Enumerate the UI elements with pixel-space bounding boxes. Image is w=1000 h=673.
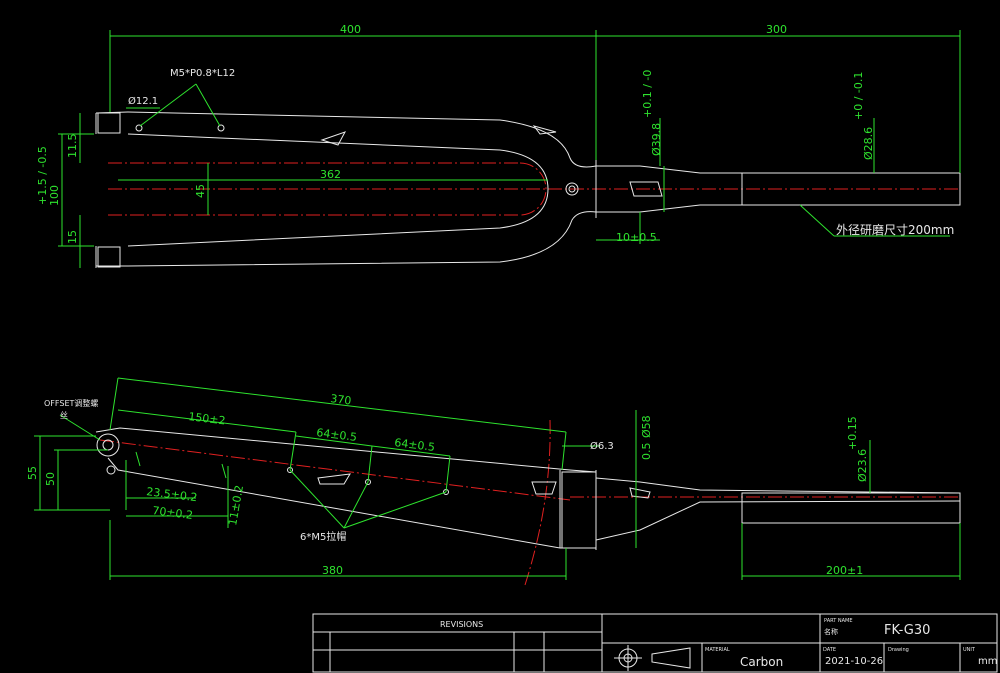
drawing-label: Drawing bbox=[888, 647, 909, 653]
side-dim-lines bbox=[34, 377, 961, 580]
dim-phi28-tol: +0 / -0.1 bbox=[852, 72, 865, 120]
part-name-label: PART NAME bbox=[824, 618, 853, 624]
title-block: REVISIONS PART NAME 名称 FK-G30 MATERIAL C… bbox=[312, 613, 998, 673]
dim-11: 11±0.2 bbox=[226, 484, 246, 526]
offset-label: OFFSET调整螺 bbox=[44, 398, 98, 408]
dim-370: 370 bbox=[330, 392, 352, 407]
dim-phi23: Ø23.6 bbox=[856, 449, 869, 482]
side-view: OFFSET调整螺 丝 370 150±2 64±0.5 64±0.5 Ø6.3… bbox=[26, 377, 961, 586]
dim-phi58-tol: 0.5 bbox=[640, 443, 653, 461]
dim-50: 50 bbox=[44, 472, 57, 486]
dim-362: 362 bbox=[320, 168, 341, 181]
dim-64b: 64±0.5 bbox=[394, 436, 436, 454]
dim-phi39: Ø39.8 bbox=[650, 123, 663, 156]
dim-phi6: Ø6.3 bbox=[590, 440, 614, 452]
unit-label: UNIT bbox=[963, 647, 976, 653]
material-value: Carbon bbox=[740, 655, 783, 669]
dim-11-5: 11.5 bbox=[66, 134, 79, 159]
date-label: DATE bbox=[823, 647, 836, 653]
side-centerlines bbox=[99, 419, 960, 586]
dim-100-tol: +1.5 / -0.5 bbox=[36, 146, 49, 205]
top-view: 400 300 Ø12.1 M5*P0.8*L12 362 45 11.5 10… bbox=[36, 23, 961, 268]
revisions-label: REVISIONS bbox=[440, 620, 483, 629]
dim-400: 400 bbox=[340, 23, 361, 36]
part-name: FK-G30 bbox=[884, 623, 930, 638]
dim-150: 150±2 bbox=[188, 410, 227, 427]
part-name-sub: 名称 bbox=[824, 627, 838, 636]
dim-45: 45 bbox=[194, 184, 207, 198]
dim-70: 70±0.2 bbox=[152, 504, 194, 522]
dim-phi12: Ø12.1 bbox=[128, 95, 158, 107]
dim-100: 100 bbox=[48, 185, 61, 206]
dim-200: 200±1 bbox=[826, 564, 863, 577]
dim-15: 15 bbox=[66, 230, 79, 244]
top-dim-lines bbox=[58, 30, 961, 268]
dim-phi23-tol: +0.15 bbox=[846, 416, 859, 450]
offset-label-2: 丝 bbox=[60, 410, 68, 420]
unit-value: mm bbox=[978, 656, 997, 667]
m5-nut-label: 6*M5拉帽 bbox=[300, 530, 346, 543]
dim-23-5: 23.5±0.2 bbox=[146, 485, 198, 504]
date-value: 2021-10-26 bbox=[825, 656, 883, 667]
dim-phi28: Ø28.6 bbox=[862, 127, 875, 160]
dim-phi39-tol: +0.1 / -0 bbox=[641, 70, 654, 118]
grinding-note: 外径研磨尺寸200mm bbox=[836, 223, 954, 237]
dim-380: 380 bbox=[322, 564, 343, 577]
top-centerlines bbox=[108, 162, 960, 216]
dim-10: 10±0.5 bbox=[616, 231, 657, 244]
side-fork-outline bbox=[95, 427, 961, 550]
dim-300: 300 bbox=[766, 23, 787, 36]
dim-phi58: Ø58 bbox=[640, 415, 653, 438]
material-label: MATERIAL bbox=[705, 647, 730, 653]
dim-64a: 64±0.5 bbox=[316, 426, 358, 444]
dim-m5: M5*P0.8*L12 bbox=[170, 68, 235, 79]
top-fork-outline bbox=[95, 111, 961, 268]
dim-55: 55 bbox=[26, 466, 39, 480]
